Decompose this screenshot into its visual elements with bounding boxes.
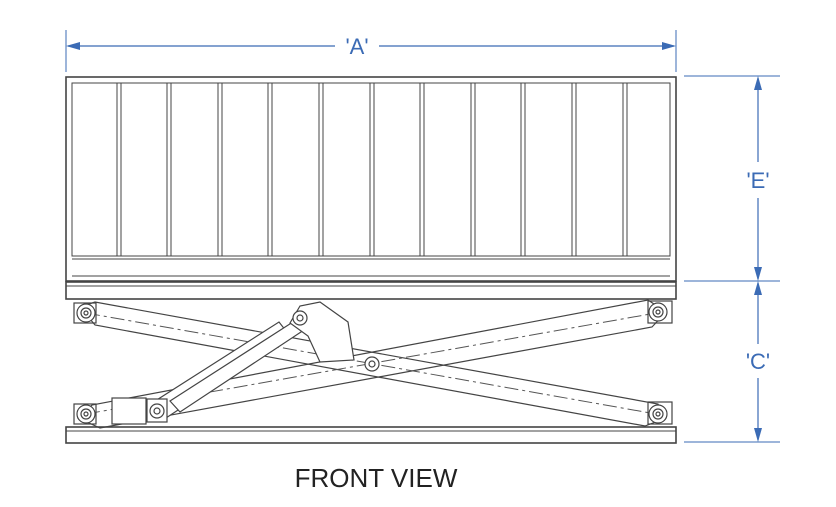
pivot-pins <box>73 300 673 425</box>
view-caption: FRONT VIEW <box>295 463 458 493</box>
dimension-a-label: 'A' <box>345 34 368 59</box>
vertical-extension-lines <box>684 75 780 443</box>
dimension-a <box>65 30 677 72</box>
platform-deck <box>65 281 677 300</box>
dimension-c <box>754 281 762 442</box>
guard-rail <box>65 76 677 282</box>
hydraulic-cylinder <box>111 301 355 425</box>
dimension-c-label: 'C' <box>746 349 770 374</box>
rail-pickets <box>116 83 628 256</box>
dimension-e-label: 'E' <box>746 168 769 193</box>
base-frame <box>65 426 677 444</box>
dimension-e <box>754 76 762 281</box>
